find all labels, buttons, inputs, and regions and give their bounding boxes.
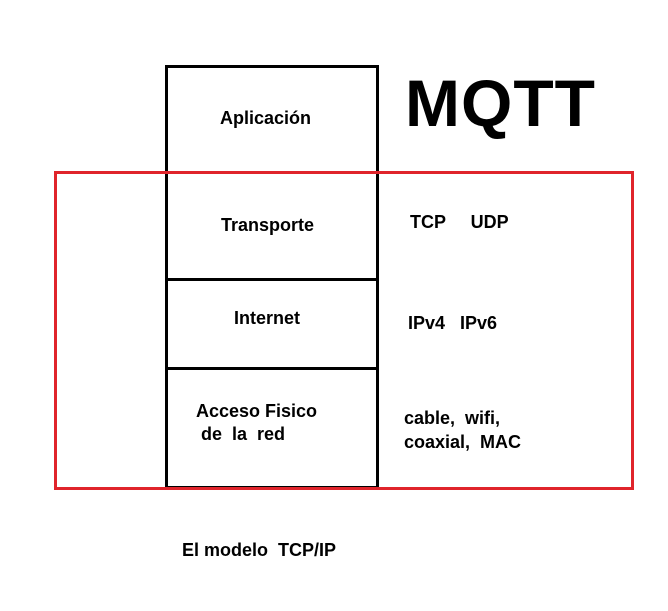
protocol-transport: TCP UDP xyxy=(410,212,509,232)
layer-label-transport: Transporte xyxy=(221,215,315,235)
layer-box-application xyxy=(165,65,379,174)
protocol-internet: IPv4 IPv6 xyxy=(408,313,498,333)
layer-box-transport xyxy=(165,171,379,281)
diagram-caption: El modelo TCP/IP xyxy=(182,540,337,560)
layer-label-application: Aplicación xyxy=(220,108,312,128)
layer-box-physical xyxy=(165,367,379,489)
protocol-mqtt: MQTT xyxy=(405,66,596,140)
layer-label-internet: Internet xyxy=(234,308,301,328)
protocol-physical: cable, wifi, coaxial, MAC xyxy=(404,408,522,452)
layer-label-physical: Acceso Fisico de la red xyxy=(196,401,318,444)
